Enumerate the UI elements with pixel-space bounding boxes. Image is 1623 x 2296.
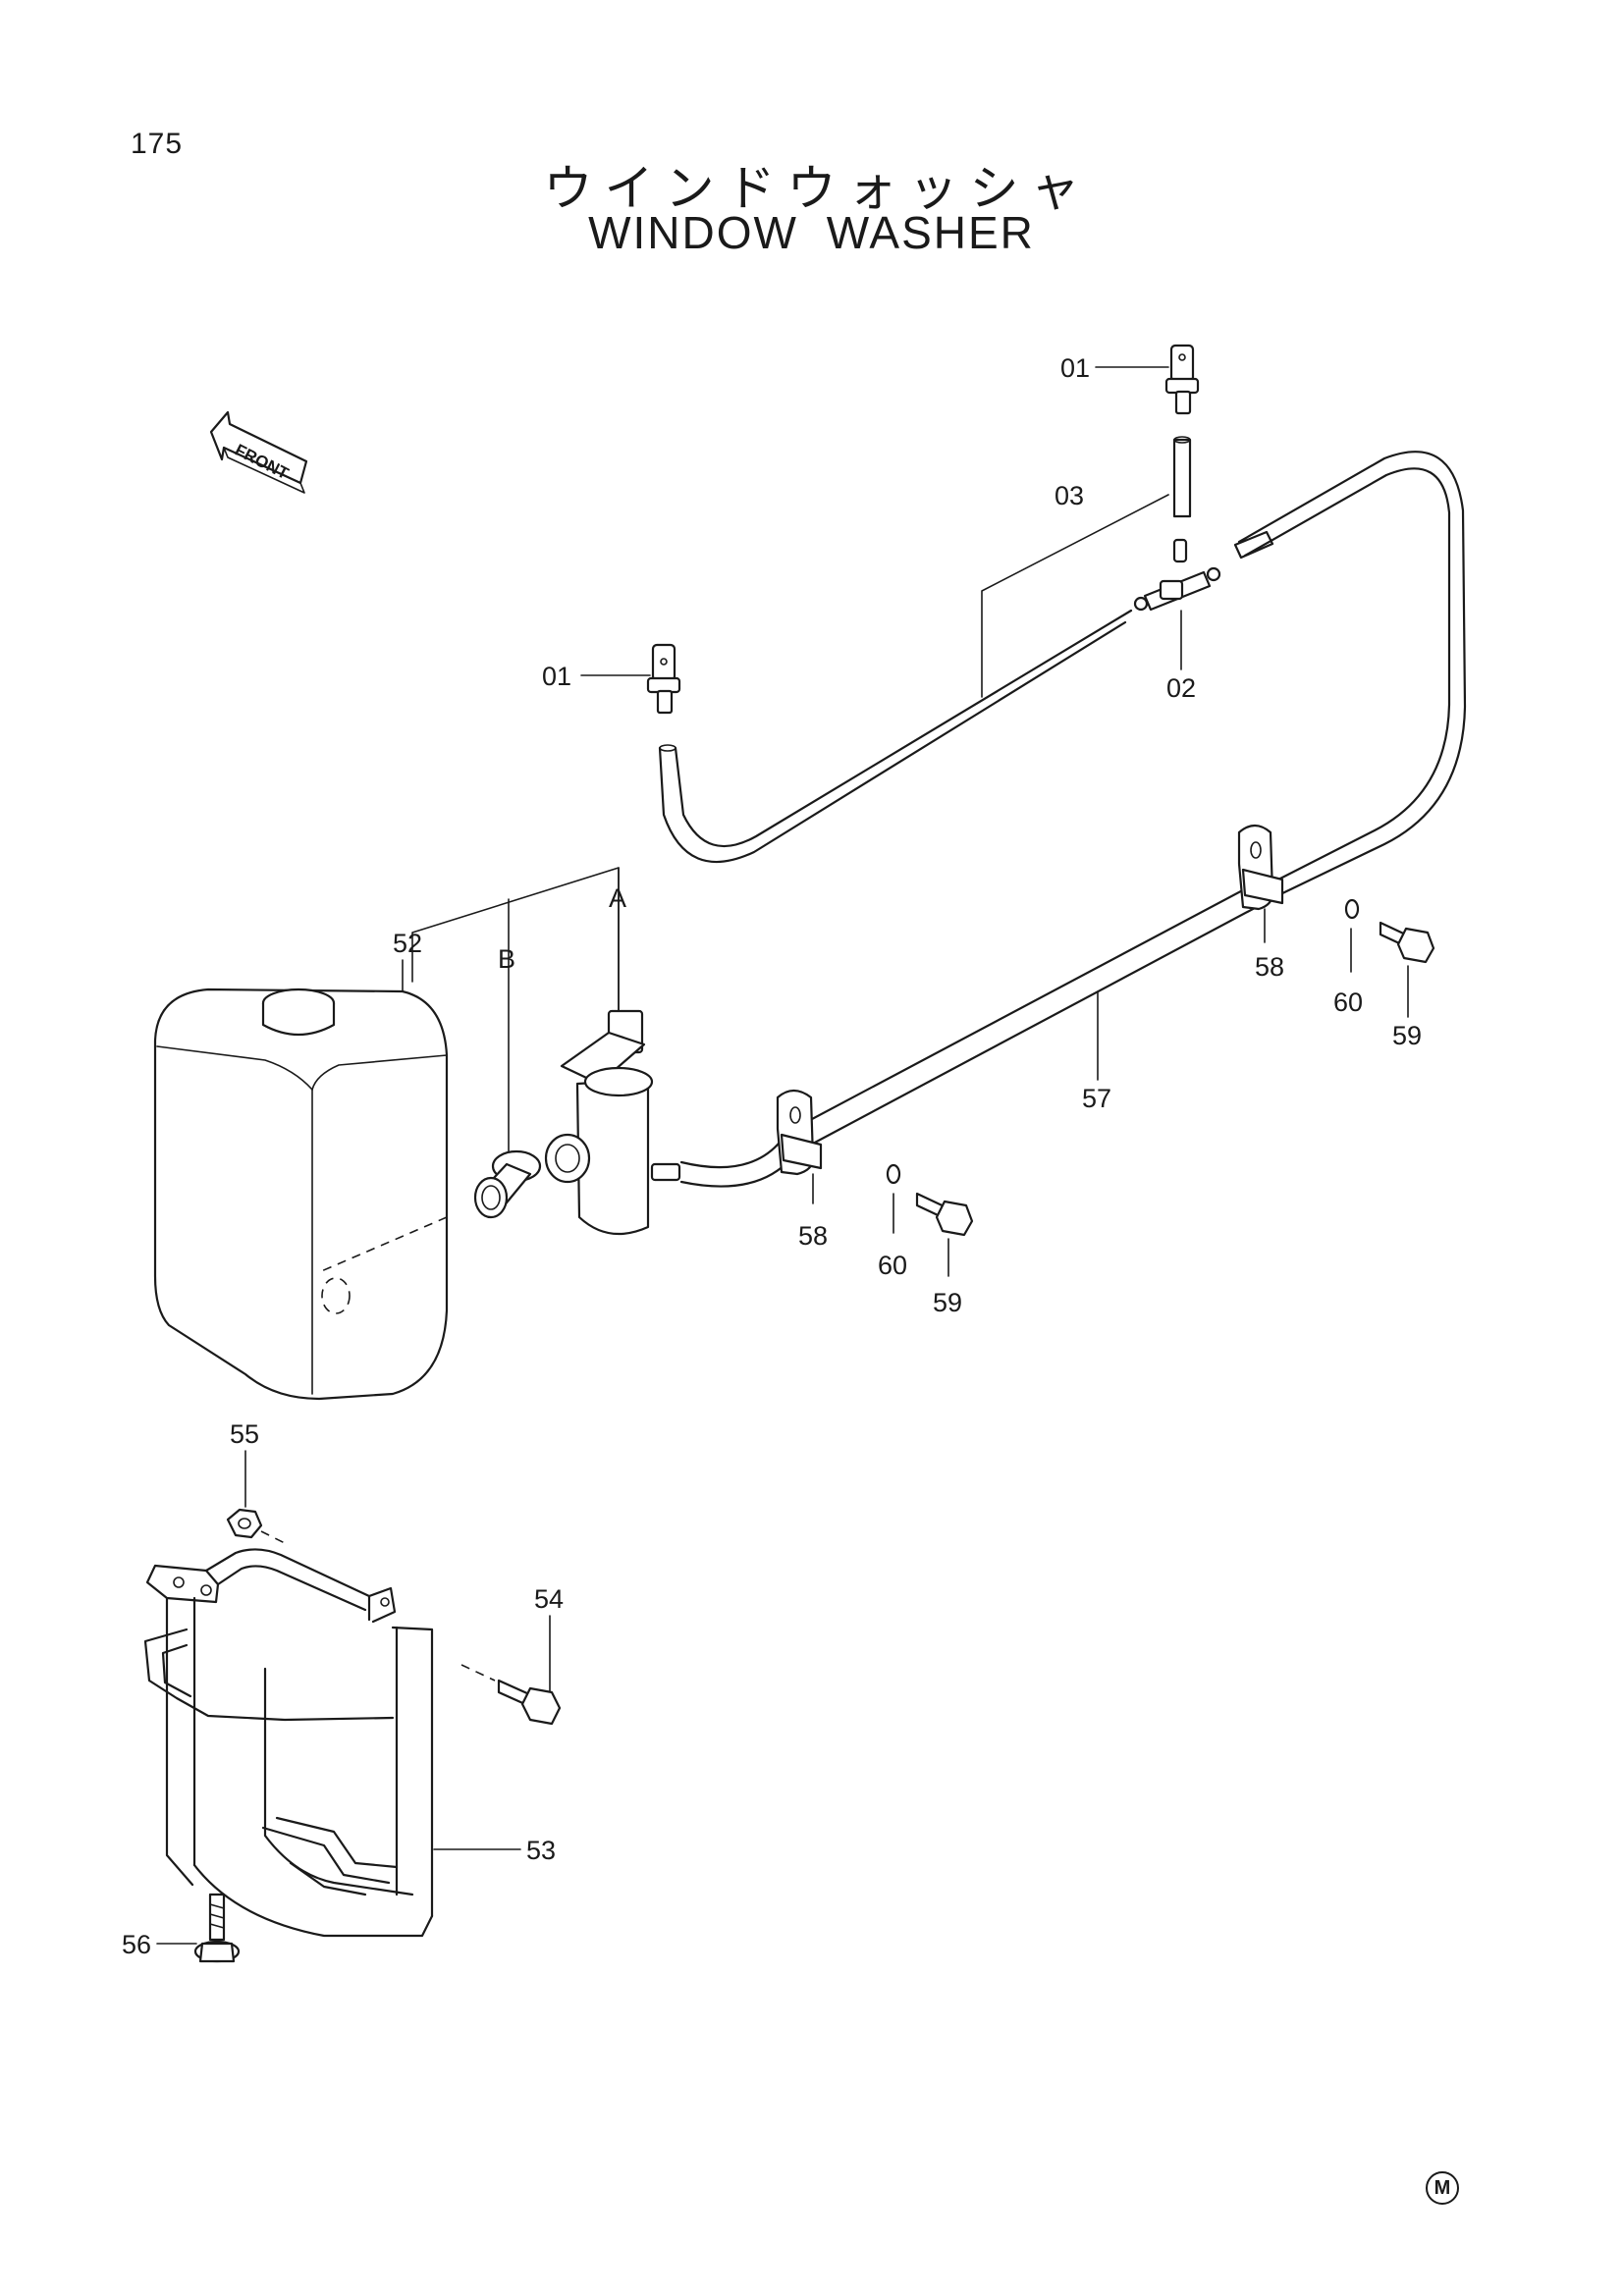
callout-55: 55 [230, 1419, 259, 1449]
callout-53: 53 [526, 1836, 556, 1865]
title-english: WINDOW WASHER [588, 207, 1035, 258]
callout-59-right: 59 [1392, 1021, 1422, 1050]
callout-54: 54 [534, 1584, 564, 1614]
clamp-right [1237, 824, 1284, 911]
bolt-holder [497, 1679, 562, 1726]
callout-60-left: 60 [878, 1251, 907, 1280]
screw [193, 1893, 241, 1963]
washer-pump [544, 1009, 681, 1236]
page-number: 175 [131, 128, 184, 160]
callout-B: B [498, 944, 515, 974]
nut [226, 1508, 263, 1539]
callout-57: 57 [1082, 1084, 1111, 1113]
callout-56: 56 [122, 1930, 151, 1959]
callout-02: 02 [1166, 673, 1196, 703]
callout-A: A [609, 883, 626, 913]
front-arrow-icon: FRONT [209, 410, 308, 494]
nozzle-left [646, 643, 681, 715]
callout-03: 03 [1055, 481, 1084, 510]
clamp-left [776, 1089, 823, 1176]
tee-joint [1133, 538, 1221, 612]
manufacturer-mark: M [1426, 2171, 1459, 2205]
grommet [473, 1149, 542, 1219]
washer-tank [153, 988, 449, 1401]
nozzle-upper [1164, 344, 1200, 415]
callout-01-upper: 01 [1060, 353, 1090, 383]
callout-58-right: 58 [1255, 952, 1284, 982]
tank-holder [143, 1548, 434, 1938]
callout-58-left: 58 [798, 1221, 828, 1251]
callout-52: 52 [393, 929, 422, 958]
bolt-left [915, 1192, 974, 1237]
callout-60-right: 60 [1333, 988, 1363, 1017]
bolt-right [1379, 921, 1435, 964]
callout-59-left: 59 [933, 1288, 962, 1317]
callout-01-left: 01 [542, 662, 571, 691]
title-japanese: ウインドウォッシャ [543, 160, 1092, 217]
